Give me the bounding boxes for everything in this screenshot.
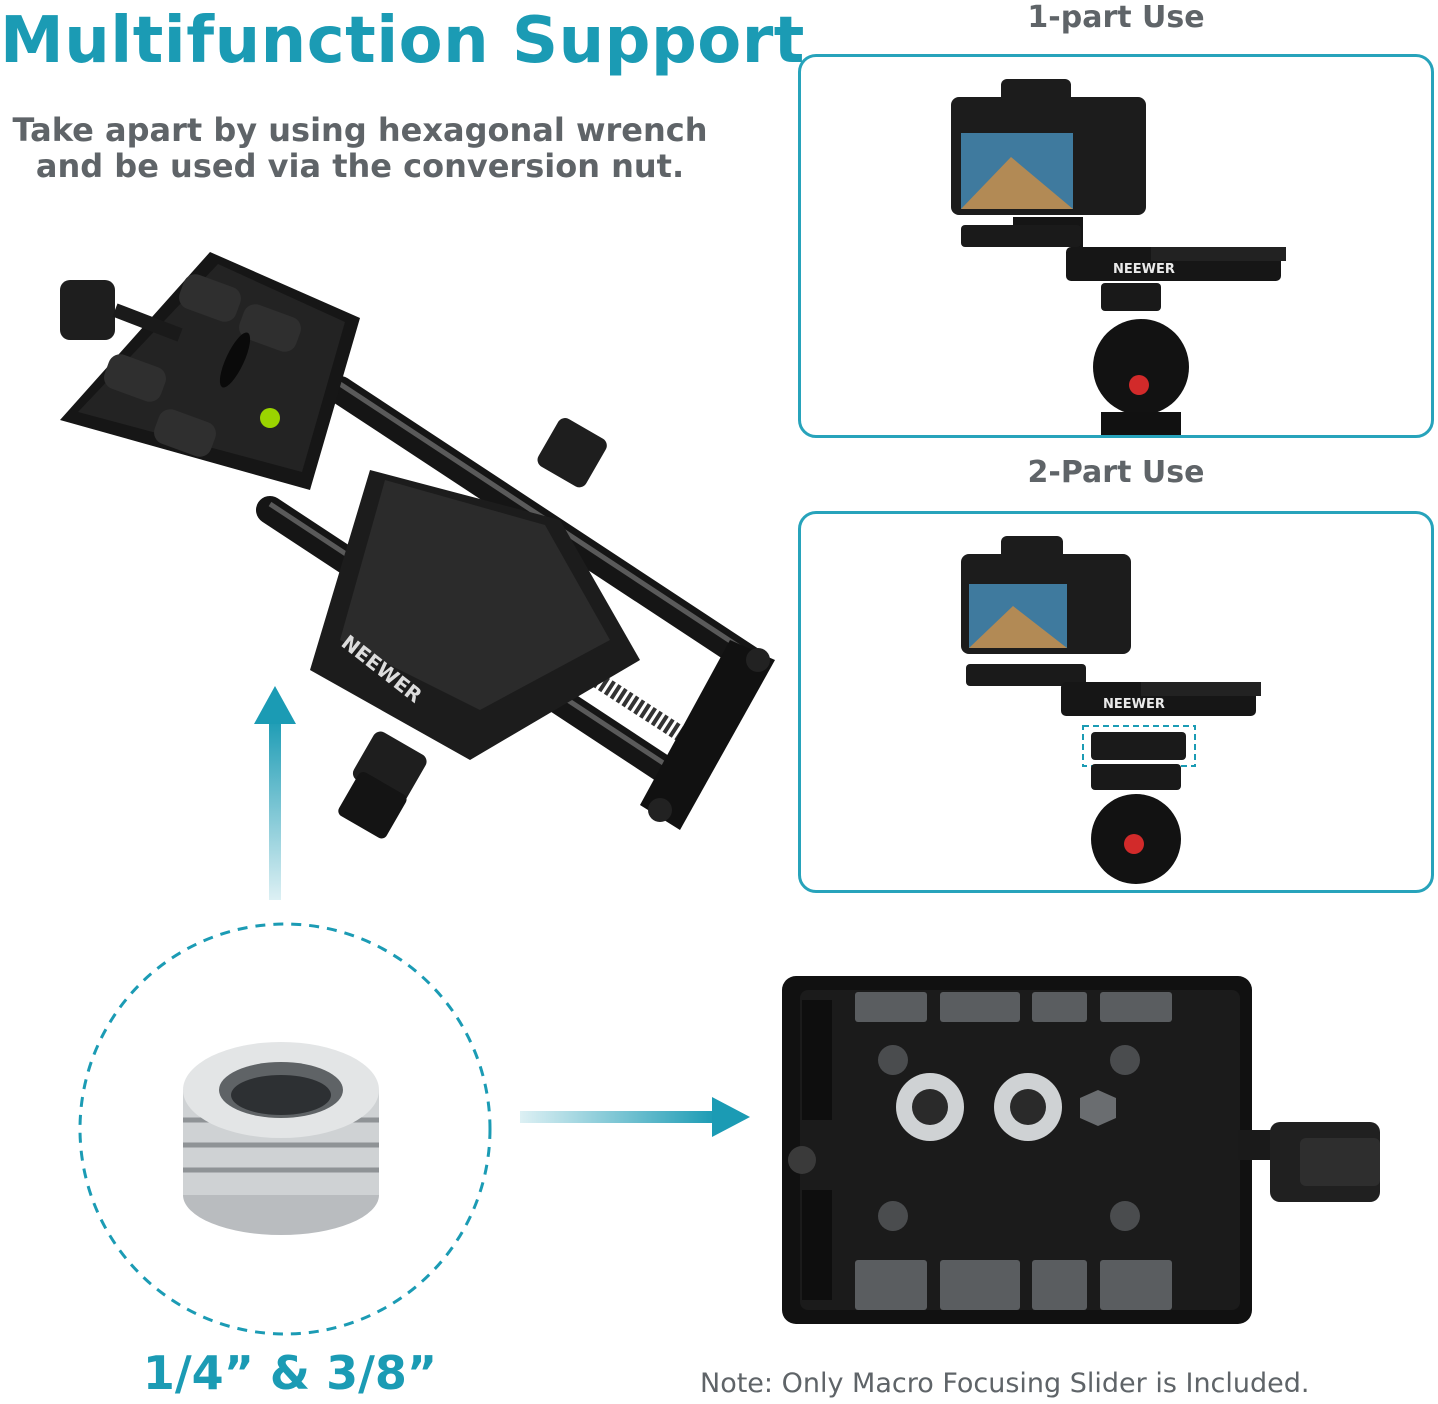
- arrow-up-icon: [254, 686, 296, 900]
- panel-2-caption: 2-Part Use: [1027, 455, 1205, 490]
- knob-top[interactable]: [535, 415, 610, 490]
- panel-2-frame: NEEWER: [798, 511, 1434, 893]
- adapter-size-label: 1/4” & 3/8”: [142, 1346, 438, 1400]
- page-title: Multifunction Support: [0, 4, 805, 78]
- knob-bottom[interactable]: [336, 729, 429, 840]
- panel-1-frame: NEEWER: [798, 54, 1434, 438]
- base-plate-image: [782, 976, 1380, 1324]
- panel-2-brand: NEEWER: [1103, 697, 1165, 712]
- lead-screw: [515, 623, 695, 747]
- macro-slider-image: NEEWER: [60, 252, 775, 840]
- end-bracket: [640, 640, 775, 830]
- adapter-circle: [78, 922, 492, 1336]
- bubble-level-icon: [260, 408, 280, 428]
- arrow-right-icon: [520, 1097, 750, 1137]
- panel-1-caption: 1-part Use: [1027, 0, 1205, 35]
- mount-holes: [896, 1073, 1116, 1141]
- included-note: Note: Only Macro Focusing Slider is Incl…: [700, 1368, 1310, 1399]
- plate-knob[interactable]: [1238, 1122, 1380, 1202]
- panel-2-image: NEEWER: [961, 536, 1261, 884]
- conversion-nut-image: [183, 1042, 379, 1235]
- panel-1-brand: NEEWER: [1113, 262, 1175, 277]
- subtitle-line-1: Take apart by using hexagonal wrench: [12, 111, 708, 149]
- subtitle: Take apart by using hexagonal wrench and…: [0, 112, 720, 184]
- subtitle-line-2: and be used via the conversion nut.: [35, 147, 685, 185]
- clamp-knob[interactable]: [60, 280, 183, 342]
- panel-1-image: NEEWER: [951, 79, 1286, 435]
